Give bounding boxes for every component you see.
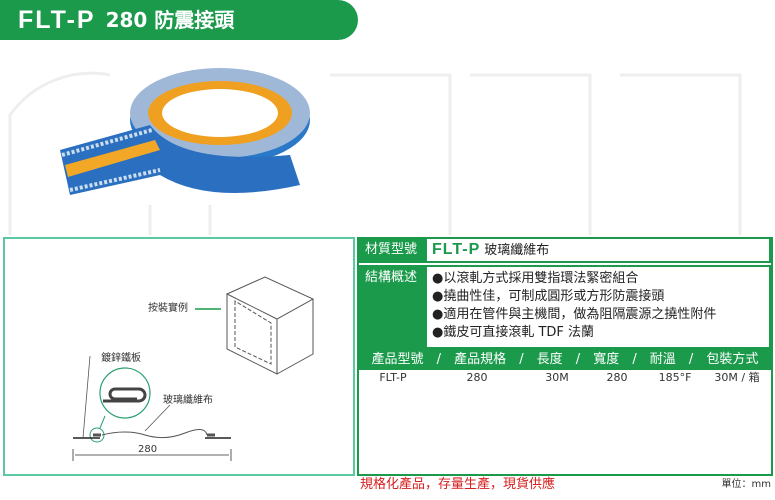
installation-diagram-panel: 按裝實例 鍍鋅鐵板 玻璃纖維布 280 [3, 237, 355, 476]
unit-note: 單位：mm [721, 479, 771, 490]
title-banner: FLT-P 280 防震接頭 [0, 0, 358, 40]
col-sep: / [575, 352, 581, 367]
material-label: 材質型號 [361, 239, 427, 261]
bullet-item: ●以滾軋方式採用雙指環法緊密組合 [432, 271, 639, 286]
col-model: 產品型號 [371, 352, 424, 367]
dimension-label: 280 [138, 444, 158, 455]
col-sep: / [632, 352, 637, 367]
col-length: 長度 [536, 352, 563, 367]
cell-length: 30M [545, 371, 569, 384]
col-sep: / [436, 352, 442, 367]
background-logo-outline [8, 71, 742, 235]
structure-bullets: ●以滾軋方式採用雙指環法緊密組合 ●撓曲性佳，可制成圓形或方形防震接頭 ●適用在… [427, 267, 769, 347]
cell-width: 280 [606, 371, 628, 384]
bullet-item: ●撓曲性佳，可制成圓形或方形防震接頭 [432, 289, 665, 304]
structure-label: 結構概述 [361, 267, 427, 347]
bullet-item: ●適用在管件與主機間，做為阻隔震源之撓性附件 [432, 307, 717, 322]
model-name: FLT-P [18, 5, 96, 34]
cell-spec: 280 [466, 371, 488, 384]
duct-drawing [72, 276, 315, 461]
material-model: FLT-P [432, 241, 481, 258]
cell-temp: 185°F [658, 371, 692, 384]
col-temp: 耐溫 [649, 352, 676, 367]
coil-product-image [60, 68, 310, 195]
col-packing: 包裝方式 [706, 352, 759, 367]
cell-packing: 30M / 箱 [714, 371, 760, 384]
col-width: 寬度 [593, 352, 620, 367]
cell-model: FLT-P [379, 371, 407, 384]
install-example-label: 按裝實例 [148, 303, 188, 314]
material-name: 玻璃纖維布 [484, 243, 550, 258]
slogan: 規格化產品，存量生產，現貨供應 [360, 477, 556, 492]
galvanized-sheet-label: 鍍鋅鐵板 [101, 353, 141, 364]
bullet-item: ●鐵皮可直接滾軋 TDF 法蘭 [432, 325, 595, 340]
col-sep: / [519, 352, 524, 367]
structure-row: 結構概述 ●以滾軋方式採用雙指環法緊密組合 ●撓曲性佳，可制成圓形或方形防震接頭… [359, 265, 771, 349]
table-header: 產品型號 / 產品規格 / 長度 / 寬度 / 耐溫 / 包裝方式 [359, 349, 771, 370]
table-row: FLT-P 280 30M 280 185°F 30M / 箱 [359, 371, 771, 387]
fiberglass-cloth-label: 玻璃纖維布 [163, 395, 213, 406]
col-spec: 產品規格 [454, 352, 507, 367]
col-sep: / [688, 352, 694, 367]
product-title: 280 防震接頭 [105, 8, 235, 32]
